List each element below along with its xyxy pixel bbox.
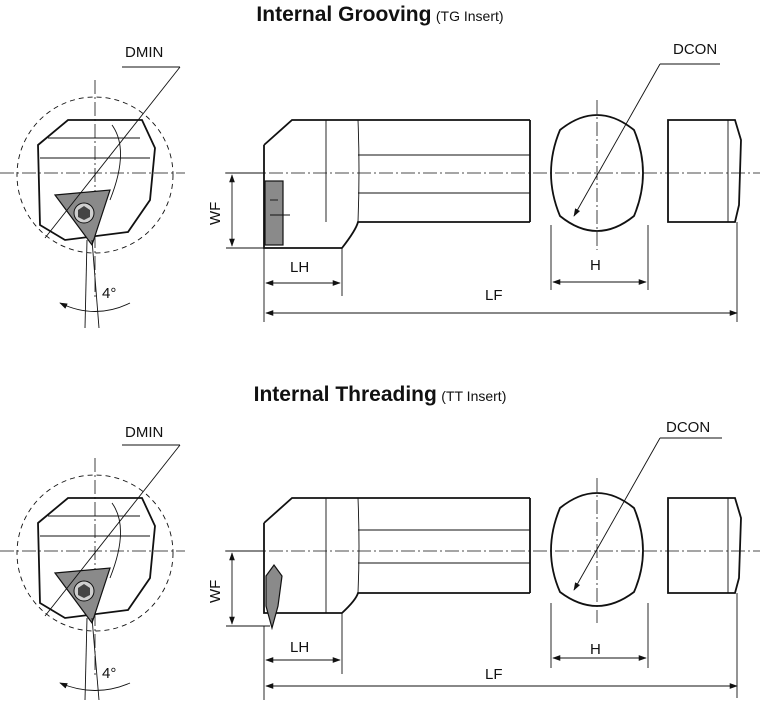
shank-outline (667, 497, 742, 594)
dcon-line (573, 63, 661, 217)
bore-circle (16, 96, 174, 254)
grooving-side-view: WF LH LF (207, 119, 760, 322)
screw-head (78, 206, 90, 220)
head-lines (325, 119, 360, 223)
dmin-label: DMIN (125, 44, 163, 61)
grooving-section-view: H DCON (550, 41, 720, 290)
title-subtitle: (TT Insert) (441, 388, 507, 404)
neck-line (109, 502, 121, 579)
angle-label: 4° (102, 665, 116, 682)
section-title-grooving: Internal Grooving (TG Insert) (0, 3, 760, 27)
lh-label: LH (290, 639, 309, 656)
dmin-label: DMIN (125, 424, 163, 441)
dcon-label: DCON (666, 419, 710, 436)
title-main: Internal Threading (253, 383, 437, 406)
bar-end-outline (37, 497, 156, 619)
head-lines (325, 497, 360, 613)
shank-outline (667, 119, 742, 223)
angle-arc (59, 302, 131, 312)
bar-outline (263, 119, 530, 249)
threading-shank-view (667, 497, 742, 698)
bar-outline (263, 497, 530, 614)
title-main: Internal Grooving (256, 3, 432, 26)
section-outline (550, 114, 644, 232)
lf-label: LF (485, 666, 503, 683)
angle-line (84, 239, 88, 329)
threading-end-view: DMIN 4° (0, 424, 185, 701)
tt-insert-side (265, 563, 283, 631)
angle-line (91, 239, 100, 329)
grooving-end-view: DMIN 4° (0, 44, 185, 329)
dmin-line (44, 444, 181, 617)
threading-side-view: WF LH LF (207, 497, 760, 700)
angle-line (91, 617, 100, 701)
neck-line (109, 124, 121, 201)
title-subtitle: (TG Insert) (435, 8, 504, 24)
bar-end-outline (37, 119, 156, 241)
grooving-shank-view (667, 119, 742, 322)
angle-line (84, 617, 88, 701)
grooving-drawing: DMIN 4° WF LH (0, 41, 760, 329)
threading-section-view: H DCON (550, 419, 722, 668)
angle-arc (59, 682, 131, 691)
bore-circle (16, 474, 174, 632)
lf-label: LF (485, 287, 503, 304)
section-outline (550, 492, 644, 607)
section-title-threading: Internal Threading (TT Insert) (0, 383, 760, 407)
threading-drawing: DMIN 4° WF LH LF (0, 419, 760, 701)
screw-head (78, 584, 90, 598)
dcon-line (573, 437, 661, 591)
wf-label: WF (207, 580, 224, 603)
lh-label: LH (290, 259, 309, 276)
wf-label: WF (207, 202, 224, 225)
angle-label: 4° (102, 285, 116, 302)
dcon-label: DCON (673, 41, 717, 58)
h-label: H (590, 641, 601, 658)
dmin-line (44, 66, 181, 239)
h-label: H (590, 257, 601, 274)
tg-insert-side (264, 180, 284, 246)
